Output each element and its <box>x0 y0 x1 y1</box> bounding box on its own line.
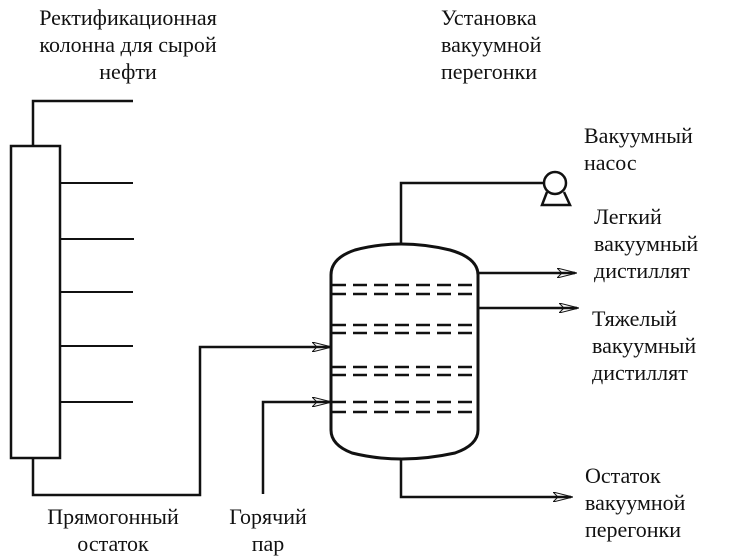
vacuum-vessel <box>329 242 480 461</box>
label-line: Остаток <box>585 463 661 488</box>
vacuum-pump-line <box>399 181 545 244</box>
vacuum-vessel-shell <box>329 242 480 461</box>
vacuum-residue-label: Остаток вакуумной перегонки <box>585 462 685 543</box>
crude-column-body <box>9 144 62 460</box>
crude-column <box>9 99 134 460</box>
crude-column-overhead-line <box>31 99 133 146</box>
vacuum-pump-icon <box>540 170 572 207</box>
label-line: вакуумной <box>585 490 686 515</box>
straight-run-residue-line <box>31 347 330 497</box>
label-line: Тяжелый <box>592 306 677 331</box>
label-line: пар <box>251 531 285 556</box>
label-line: Установка <box>441 5 537 30</box>
label-line: вакуумный <box>594 231 699 256</box>
heavy-distillate-label: Тяжелый вакуумный дистиллят <box>592 305 696 386</box>
label-line: нефти <box>99 59 157 84</box>
label-line: перегонки <box>585 517 682 542</box>
pump-body <box>542 170 568 196</box>
label-line: дистиллят <box>592 360 688 385</box>
pump-base <box>540 191 572 207</box>
label-line: Прямогонный <box>47 504 179 529</box>
label-line: вакуумный <box>592 333 697 358</box>
label-line: колонна для сырой <box>39 32 217 57</box>
light-distillate-label: Легкий вакуумный дистиллят <box>594 203 698 284</box>
label-line: Горячий <box>229 504 307 529</box>
vacuum-unit-label: Установка вакуумной перегонки <box>441 4 541 85</box>
hot-steam-line <box>261 402 330 494</box>
vacuum-vessel-trays <box>332 283 477 414</box>
label-line: Вакуумный <box>584 123 693 148</box>
label-line: Ректификационная <box>39 5 217 30</box>
label-line: вакуумной <box>441 32 542 57</box>
label-line: перегонки <box>441 59 538 84</box>
label-line: насос <box>584 150 637 175</box>
label-line: Легкий <box>594 204 662 229</box>
vacuum-pump-label: Вакуумный насос <box>584 122 693 176</box>
crude-column-label: Ректификационная колонна для сырой нефти <box>8 4 248 85</box>
label-line: остаток <box>77 531 149 556</box>
hot-steam-label: Горячий пар <box>216 503 320 557</box>
vacuum-residue-line <box>399 459 571 497</box>
label-line: дистиллят <box>594 258 690 283</box>
straight-run-residue-label: Прямогонный остаток <box>28 503 198 557</box>
